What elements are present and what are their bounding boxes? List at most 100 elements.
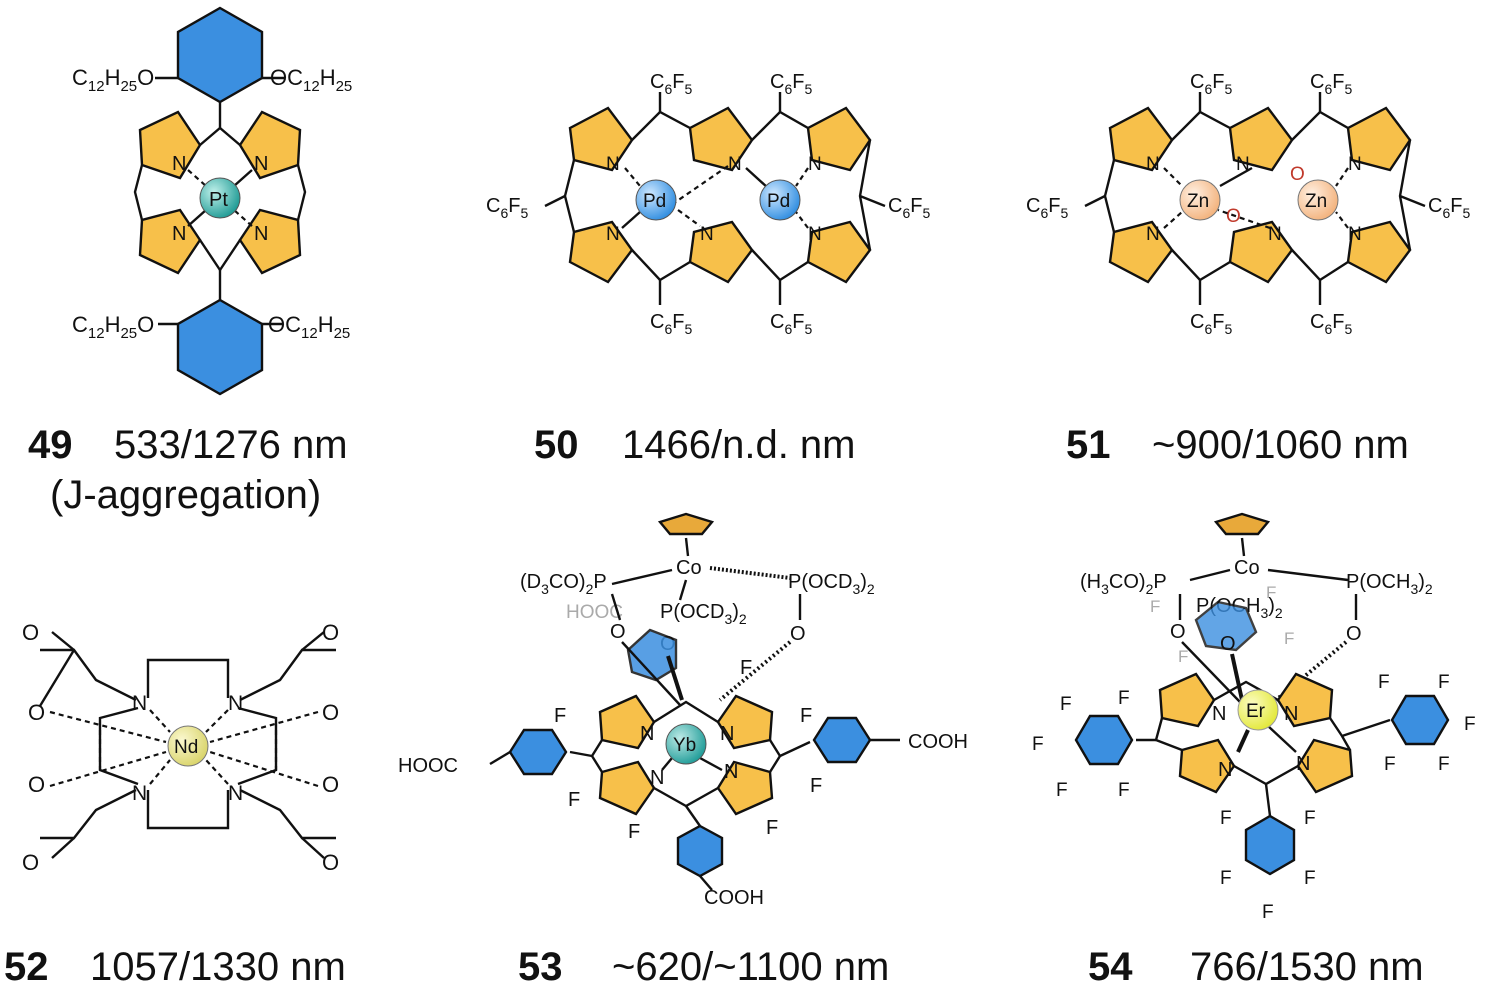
svg-text:C12H25O: C12H25O — [72, 312, 154, 342]
svg-text:F: F — [1378, 672, 1390, 693]
svg-text:N: N — [1212, 703, 1226, 725]
metal-atom-pd — [635, 179, 677, 221]
svg-text:F: F — [1118, 780, 1130, 801]
svg-text:O: O — [322, 700, 339, 725]
svg-text:F: F — [1438, 672, 1450, 693]
svg-text:O: O — [1290, 164, 1305, 185]
svg-text:COOH: COOH — [908, 731, 968, 753]
svg-text:C6F5: C6F5 — [1310, 311, 1352, 337]
svg-text:O: O — [22, 620, 39, 645]
svg-text:OC12H25: OC12H25 — [270, 65, 352, 95]
svg-text:F: F — [766, 817, 778, 839]
compound-50-structure: C6F5 C6F5 C6F5 C6F5 C6F5 C6F5 N N N N N … — [486, 71, 930, 337]
svg-text:N: N — [700, 224, 714, 245]
svg-text:O: O — [322, 620, 339, 645]
svg-text:HOOC: HOOC — [566, 602, 623, 623]
compound-54-wavelengths: 766/1530 nm — [1190, 945, 1424, 986]
pyrrole-ring — [1346, 220, 1412, 284]
metal-atom-er — [1237, 689, 1279, 731]
pyrrole-ring — [568, 220, 634, 284]
svg-text:F: F — [1266, 583, 1276, 602]
svg-text:F: F — [1464, 714, 1476, 735]
metal-atom-nd — [167, 725, 209, 767]
svg-text:N: N — [228, 782, 243, 805]
svg-text:F: F — [628, 821, 640, 843]
svg-text:F: F — [1220, 868, 1232, 889]
svg-text:F: F — [568, 789, 580, 811]
svg-text:C6F5: C6F5 — [650, 71, 692, 97]
svg-text:C6F5: C6F5 — [888, 195, 930, 221]
metal-label: Pt — [209, 189, 228, 211]
svg-text:N: N — [720, 723, 734, 745]
svg-text:F: F — [1304, 868, 1316, 889]
pyrrole-ring — [1108, 106, 1174, 172]
svg-text:N: N — [724, 761, 738, 783]
benzene-ring — [1074, 714, 1134, 766]
svg-text:F: F — [1178, 647, 1188, 666]
svg-text:F: F — [1220, 808, 1232, 829]
compound-number-54: 54 — [1088, 945, 1133, 986]
svg-text:F: F — [1060, 694, 1072, 715]
pyrrole-ring — [1178, 738, 1236, 794]
svg-text:N: N — [1146, 154, 1160, 175]
svg-text:O: O — [28, 772, 45, 797]
compound-51-structure: C6F5 C6F5 C6F5 C6F5 C6F5 C6F5 N N N N N … — [1026, 71, 1470, 337]
svg-text:O: O — [1346, 623, 1362, 645]
svg-text:P(OCD3)2: P(OCD3)2 — [660, 601, 747, 627]
svg-text:F: F — [554, 705, 566, 727]
compound-number-53: 53 — [518, 945, 563, 986]
svg-text:HOOC: HOOC — [398, 755, 458, 777]
svg-text:C6F5: C6F5 — [1190, 71, 1232, 97]
svg-text:F: F — [800, 705, 812, 727]
benzene-ring — [1194, 600, 1258, 652]
svg-text:F: F — [810, 775, 822, 797]
compound-54-structure: Co (H3CO)2P P(OCH3)2 P(OCH3)2 F F F F O … — [1032, 512, 1476, 923]
svg-text:F: F — [1262, 902, 1274, 923]
svg-text:O: O — [790, 623, 806, 645]
svg-text:N: N — [228, 692, 243, 715]
svg-text:F: F — [1056, 780, 1068, 801]
svg-text:N: N — [808, 154, 822, 175]
svg-text:C6F5: C6F5 — [770, 71, 812, 97]
benzene-ring — [508, 728, 568, 776]
compound-number-50: 50 — [534, 423, 579, 467]
compound-53-structure: Co (D3CO)2P P(OCD3)2 P(OCD3)2 HOOC O O O… — [398, 512, 968, 909]
svg-text:C6F5: C6F5 — [650, 311, 692, 337]
cyclopentadienyl-ring — [1213, 512, 1271, 536]
pyrrole-ring — [1158, 672, 1216, 728]
svg-text:N: N — [606, 224, 620, 245]
svg-text:N: N — [254, 223, 268, 245]
compound-49-note: (J-aggregation) — [50, 473, 321, 517]
svg-text:(H3CO)2P: (H3CO)2P — [1080, 571, 1167, 597]
compound-number-52: 52 — [4, 945, 49, 986]
pyrrole-ring — [716, 694, 774, 750]
pyrrole-ring — [598, 694, 656, 750]
compound-number-49: 49 — [28, 423, 73, 467]
compound-49-wavelengths: 533/1276 nm — [114, 423, 348, 467]
svg-text:OC12H25: OC12H25 — [268, 312, 350, 342]
svg-text:N: N — [1236, 154, 1250, 175]
benzene-ring — [812, 716, 872, 764]
benzene-ring — [626, 628, 678, 682]
svg-text:N: N — [172, 223, 186, 245]
svg-text:F: F — [740, 657, 752, 679]
svg-text:C6F5: C6F5 — [486, 195, 528, 221]
metal-label: Er — [1246, 701, 1266, 722]
pyrrole-ring — [688, 106, 754, 172]
svg-text:C6F5: C6F5 — [770, 311, 812, 337]
benzene-ring — [1390, 694, 1450, 746]
svg-text:O: O — [1226, 206, 1241, 227]
svg-text:N: N — [728, 154, 742, 175]
pyrrole-ring — [1228, 106, 1294, 172]
svg-text:O: O — [1170, 621, 1186, 643]
svg-text:O: O — [22, 850, 39, 875]
pyrrole-ring — [138, 208, 202, 275]
metal-atom-zn — [1179, 179, 1221, 221]
svg-text:N: N — [132, 782, 147, 805]
svg-text:N: N — [1146, 224, 1160, 245]
svg-text:C6F5: C6F5 — [1428, 195, 1470, 221]
metal-atom-zn — [1297, 179, 1339, 221]
svg-text:N: N — [1284, 703, 1298, 725]
pyrrole-ring — [806, 220, 872, 284]
